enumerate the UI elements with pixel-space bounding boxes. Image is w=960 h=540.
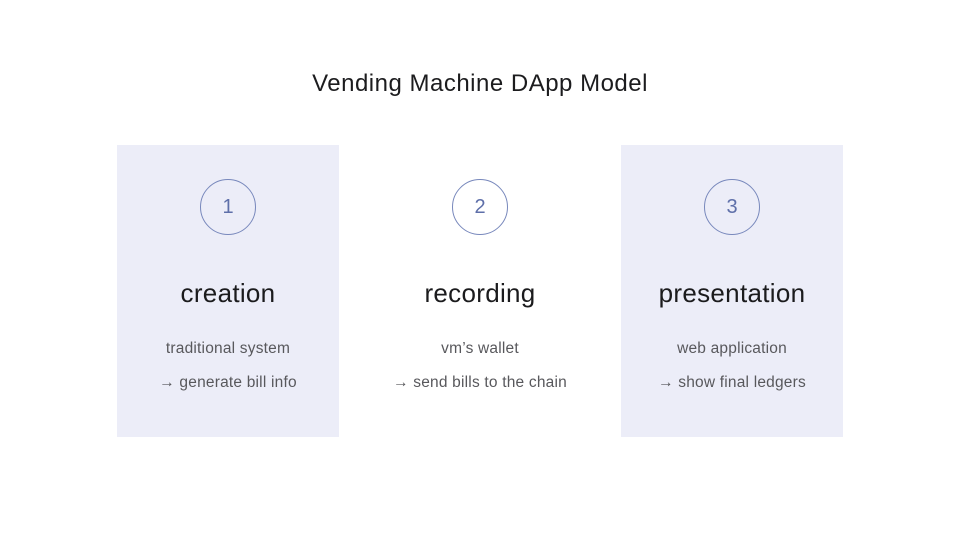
step-card-creation: 1 creation traditional system → generate… bbox=[117, 145, 339, 437]
step-heading: creation bbox=[180, 278, 276, 308]
step-number-badge: 3 bbox=[704, 179, 760, 235]
step-number-badge: 1 bbox=[200, 179, 256, 235]
step-card-presentation: 3 presentation web application → show fi… bbox=[621, 145, 843, 437]
step-detail-line: web application bbox=[677, 340, 787, 357]
step-detail-line: → generate bill info bbox=[159, 373, 297, 391]
step-detail-line: → send bills to the chain bbox=[393, 373, 567, 391]
step-number: 3 bbox=[726, 196, 738, 218]
step-number: 2 bbox=[474, 196, 486, 218]
step-card-recording: 2 recording vm’s wallet → send bills to … bbox=[369, 145, 591, 437]
step-detail-line: vm’s wallet bbox=[441, 340, 519, 357]
step-heading: recording bbox=[424, 278, 536, 308]
step-heading: presentation bbox=[658, 278, 806, 308]
step-detail-line: → show final ledgers bbox=[658, 373, 806, 391]
steps-container: 1 creation traditional system → generate… bbox=[0, 145, 960, 437]
step-number-badge: 2 bbox=[452, 179, 508, 235]
step-number: 1 bbox=[222, 196, 234, 218]
page-title: Vending Machine DApp Model bbox=[312, 70, 648, 97]
step-detail-line: traditional system bbox=[165, 340, 291, 357]
